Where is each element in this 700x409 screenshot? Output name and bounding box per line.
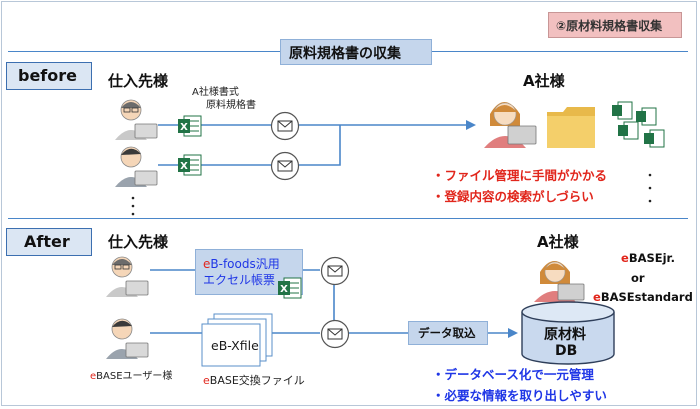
mail-icon	[270, 151, 300, 181]
data-import-label: データ取込	[418, 326, 476, 340]
svg-text:X: X	[180, 122, 188, 133]
before-label: before	[18, 66, 77, 85]
mail-icon	[320, 319, 350, 349]
benefit-1: ・データベース化で一元管理	[432, 367, 594, 382]
excel-template-line1: eB-foods汎用	[203, 257, 280, 271]
product-or: or	[631, 271, 645, 285]
database-label-line2: DB	[555, 343, 578, 359]
before-supplier-heading: 仕入先様	[108, 72, 169, 90]
excel-icon: X	[178, 154, 202, 176]
svg-text:X: X	[280, 284, 288, 295]
section-badge	[548, 12, 682, 38]
excel-icon: X	[278, 277, 302, 299]
before-company-heading: A社様	[523, 72, 565, 90]
title-box	[280, 39, 432, 65]
xfile-stack-icon	[201, 313, 273, 367]
section-badge-text: ②原材料規格書収集	[556, 19, 663, 33]
database-icon	[521, 301, 615, 365]
before-dots	[131, 173, 652, 216]
before-label-box	[6, 62, 92, 90]
excel-icon: X	[178, 115, 202, 137]
ebase-user-label: eBASEユーザー様	[90, 371, 173, 382]
after-label: After	[24, 232, 70, 251]
doc-caption-1: A社様書式	[192, 87, 239, 98]
supplier-person-icon	[106, 256, 149, 297]
after-arrowhead	[508, 328, 518, 338]
product-ebasejr: eBASEjr.	[621, 251, 675, 265]
product-ebasestandard: eBASEstandard	[593, 290, 693, 304]
company-person-icon	[484, 102, 537, 148]
after-company-heading: A社様	[537, 233, 579, 251]
svg-text:X: X	[180, 161, 188, 172]
doc-caption-2: 原料規格書	[206, 100, 256, 111]
excel-template-line2: エクセル帳票	[203, 273, 276, 287]
section-divider	[8, 218, 688, 219]
company-person-icon	[534, 261, 585, 302]
supplier-person-icon	[115, 146, 158, 187]
supplier-person-icon	[115, 99, 158, 140]
mail-icon	[320, 256, 350, 286]
data-import-box	[408, 321, 488, 345]
exchange-file-label: eBASE交換ファイル	[203, 374, 305, 387]
xfile-label: eB-Xfile	[211, 338, 259, 353]
problem-2: ・登録内容の検索がしづらい	[432, 189, 594, 204]
benefit-2: ・必要な情報を取り出しやすい	[432, 388, 607, 403]
mail-icon	[270, 111, 300, 141]
excel-files-icon	[612, 101, 665, 148]
after-supplier-heading: 仕入先様	[108, 233, 169, 251]
ebase-user-person-icon	[106, 318, 149, 359]
before-arrowhead	[466, 120, 476, 130]
before-merge-line	[332, 125, 341, 166]
after-label-box	[6, 228, 92, 256]
folder-icon	[547, 107, 595, 148]
database-label-line1: 原材料	[544, 327, 586, 343]
problem-1: ・ファイル管理に手間がかかる	[432, 168, 608, 183]
diagram-title: 原料規格書の収集	[289, 46, 401, 62]
